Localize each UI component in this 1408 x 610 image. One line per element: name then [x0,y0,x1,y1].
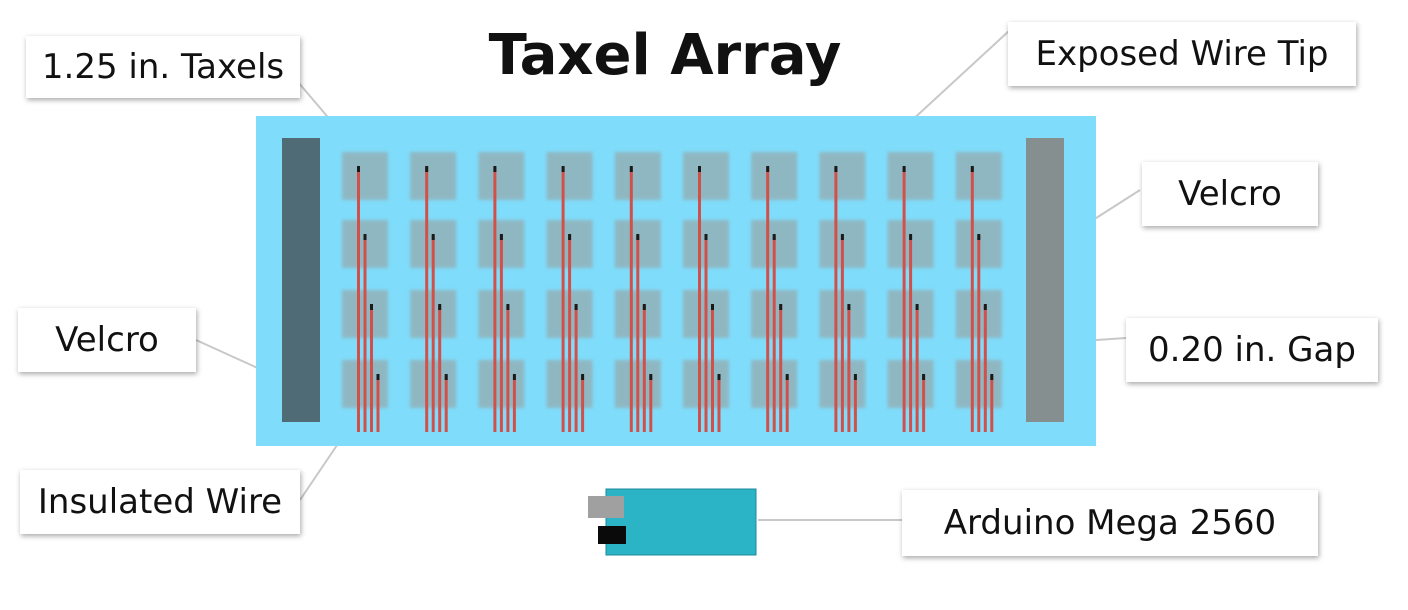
exposed-wire-tip [568,234,572,240]
label-taxels: 1.25 in. Taxels [26,36,300,98]
arduino-usb-port [588,496,624,518]
exposed-wire-tip [772,234,776,240]
exposed-wire-tip [499,234,503,240]
taxel [751,152,798,200]
exposed-wire-tip [847,304,851,310]
exposed-wire-tip [581,374,585,380]
exposed-wire-tip [717,374,721,380]
label-velcro-right: Velcro [1142,162,1318,226]
exposed-wire-tip [785,374,789,380]
exposed-wire-tip [766,166,770,172]
taxel [546,152,593,200]
label-exposed-tip: Exposed Wire Tip [1008,22,1356,86]
taxel [887,152,934,200]
exposed-wire-tip [840,234,844,240]
label-insulated-wire: Insulated Wire [20,470,300,534]
taxel [819,152,866,200]
exposed-wire-tip [704,234,708,240]
taxel [342,152,388,200]
diagram-title: Taxel Array [488,23,842,88]
wire-bundle [357,166,994,432]
exposed-wire-tip [363,234,367,240]
arduino-board [588,488,757,556]
exposed-wire-tip [922,374,926,380]
exposed-wire-tip [444,374,448,380]
exposed-wire-tip [561,166,565,172]
exposed-wire-tip [425,166,429,172]
label-velcro-left: Velcro [18,308,196,372]
exposed-wire-tip [902,166,906,172]
arduino-power-jack [598,526,626,544]
exposed-wire-tip [431,234,435,240]
label-arduino: Arduino Mega 2560 [902,490,1318,556]
exposed-wire-tip [438,304,442,310]
taxel [410,152,457,200]
exposed-wire-tip [970,166,974,172]
exposed-wire-tip [698,166,701,172]
exposed-wire-tip [649,374,653,380]
exposed-wire-tip [376,374,380,380]
exposed-wire-tip [853,374,857,380]
exposed-wire-tip [990,374,994,380]
exposed-wire-tip [636,234,640,240]
taxel [614,152,661,200]
exposed-wire-tip [574,304,578,310]
exposed-wire-tip [512,374,516,380]
velcro-strip-left [282,138,320,422]
exposed-wire-tip [493,166,497,172]
exposed-wire-tip [977,234,981,240]
arduino-board-body [605,488,757,556]
taxel [683,152,729,200]
exposed-wire-tip [983,304,987,310]
exposed-wire-tip [506,304,510,310]
exposed-wire-tip [909,234,913,240]
exposed-wire-tip [357,166,360,172]
exposed-wire-tip [642,304,646,310]
exposed-wire-tip [915,304,919,310]
taxel [955,152,1002,200]
exposed-wire-tip [834,166,838,172]
exposed-wire-tip [629,166,633,172]
exposed-wire-tip [370,304,373,310]
velcro-strip-right [1026,138,1064,422]
label-gap: 0.20 in. Gap [1126,318,1378,382]
taxel [478,152,525,200]
exposed-wire-tip [779,304,783,310]
exposed-wire-tip [711,304,714,310]
